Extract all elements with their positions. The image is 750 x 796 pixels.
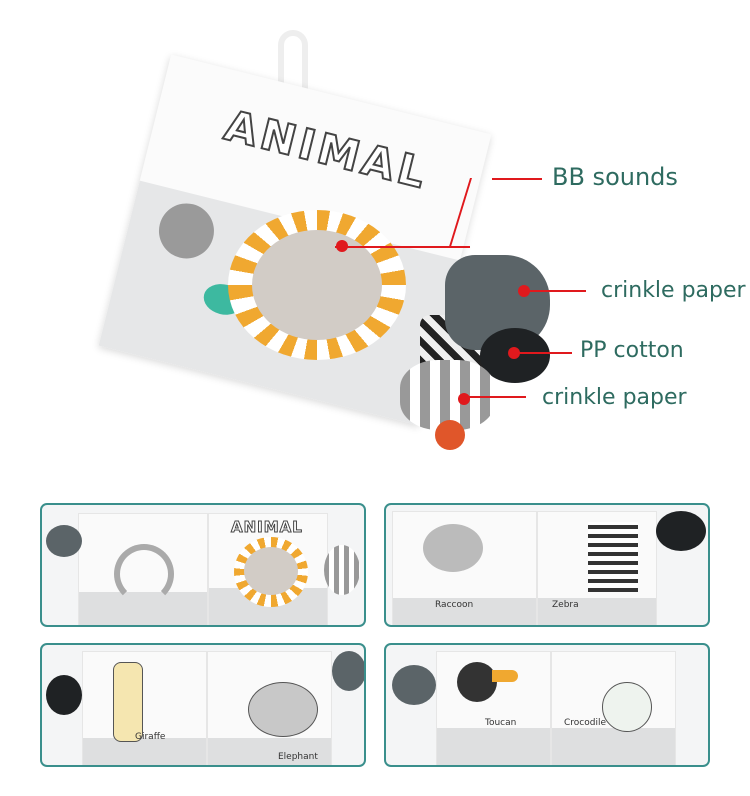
- panel-animal-spread: ANIMAL: [40, 503, 366, 627]
- callout-crinkle-paper-top: crinkle paper: [601, 278, 746, 303]
- callout-crinkle-paper-bottom: crinkle paper: [542, 385, 687, 410]
- rainbow: [114, 544, 174, 604]
- panel-title: ANIMAL: [231, 518, 303, 537]
- raccoon: [423, 524, 483, 572]
- callout-pp-cotton: PP cotton: [580, 338, 684, 363]
- hanging-loop: [278, 30, 308, 110]
- animal-name: Elephant: [278, 752, 318, 762]
- toucan: [457, 662, 497, 702]
- animal-name: Crocodile: [564, 718, 606, 728]
- crocodile: [602, 682, 652, 732]
- animal-name: Raccoon: [435, 600, 474, 610]
- animal-name: Giraffe: [135, 732, 166, 742]
- elephant: [248, 682, 318, 737]
- panel-raccoon-zebra: Raccoon Zebra: [384, 503, 710, 627]
- animal-name: Toucan: [485, 718, 517, 728]
- zebra: [588, 522, 638, 592]
- callout-bb-sounds: BB sounds: [552, 163, 678, 191]
- giraffe: [113, 662, 143, 742]
- panel-toucan-crocodile: Toucan Crocodile: [384, 643, 710, 767]
- lion-face: [252, 230, 382, 340]
- orange-tassel: [435, 420, 465, 450]
- animal-name: Zebra: [552, 600, 579, 610]
- panel-giraffe-elephant: Giraffe Elephant: [40, 643, 366, 767]
- striped-tab: [400, 360, 495, 430]
- cover-title: ANIMAL: [219, 100, 435, 200]
- product-hero-image: ANIMAL: [98, 20, 550, 470]
